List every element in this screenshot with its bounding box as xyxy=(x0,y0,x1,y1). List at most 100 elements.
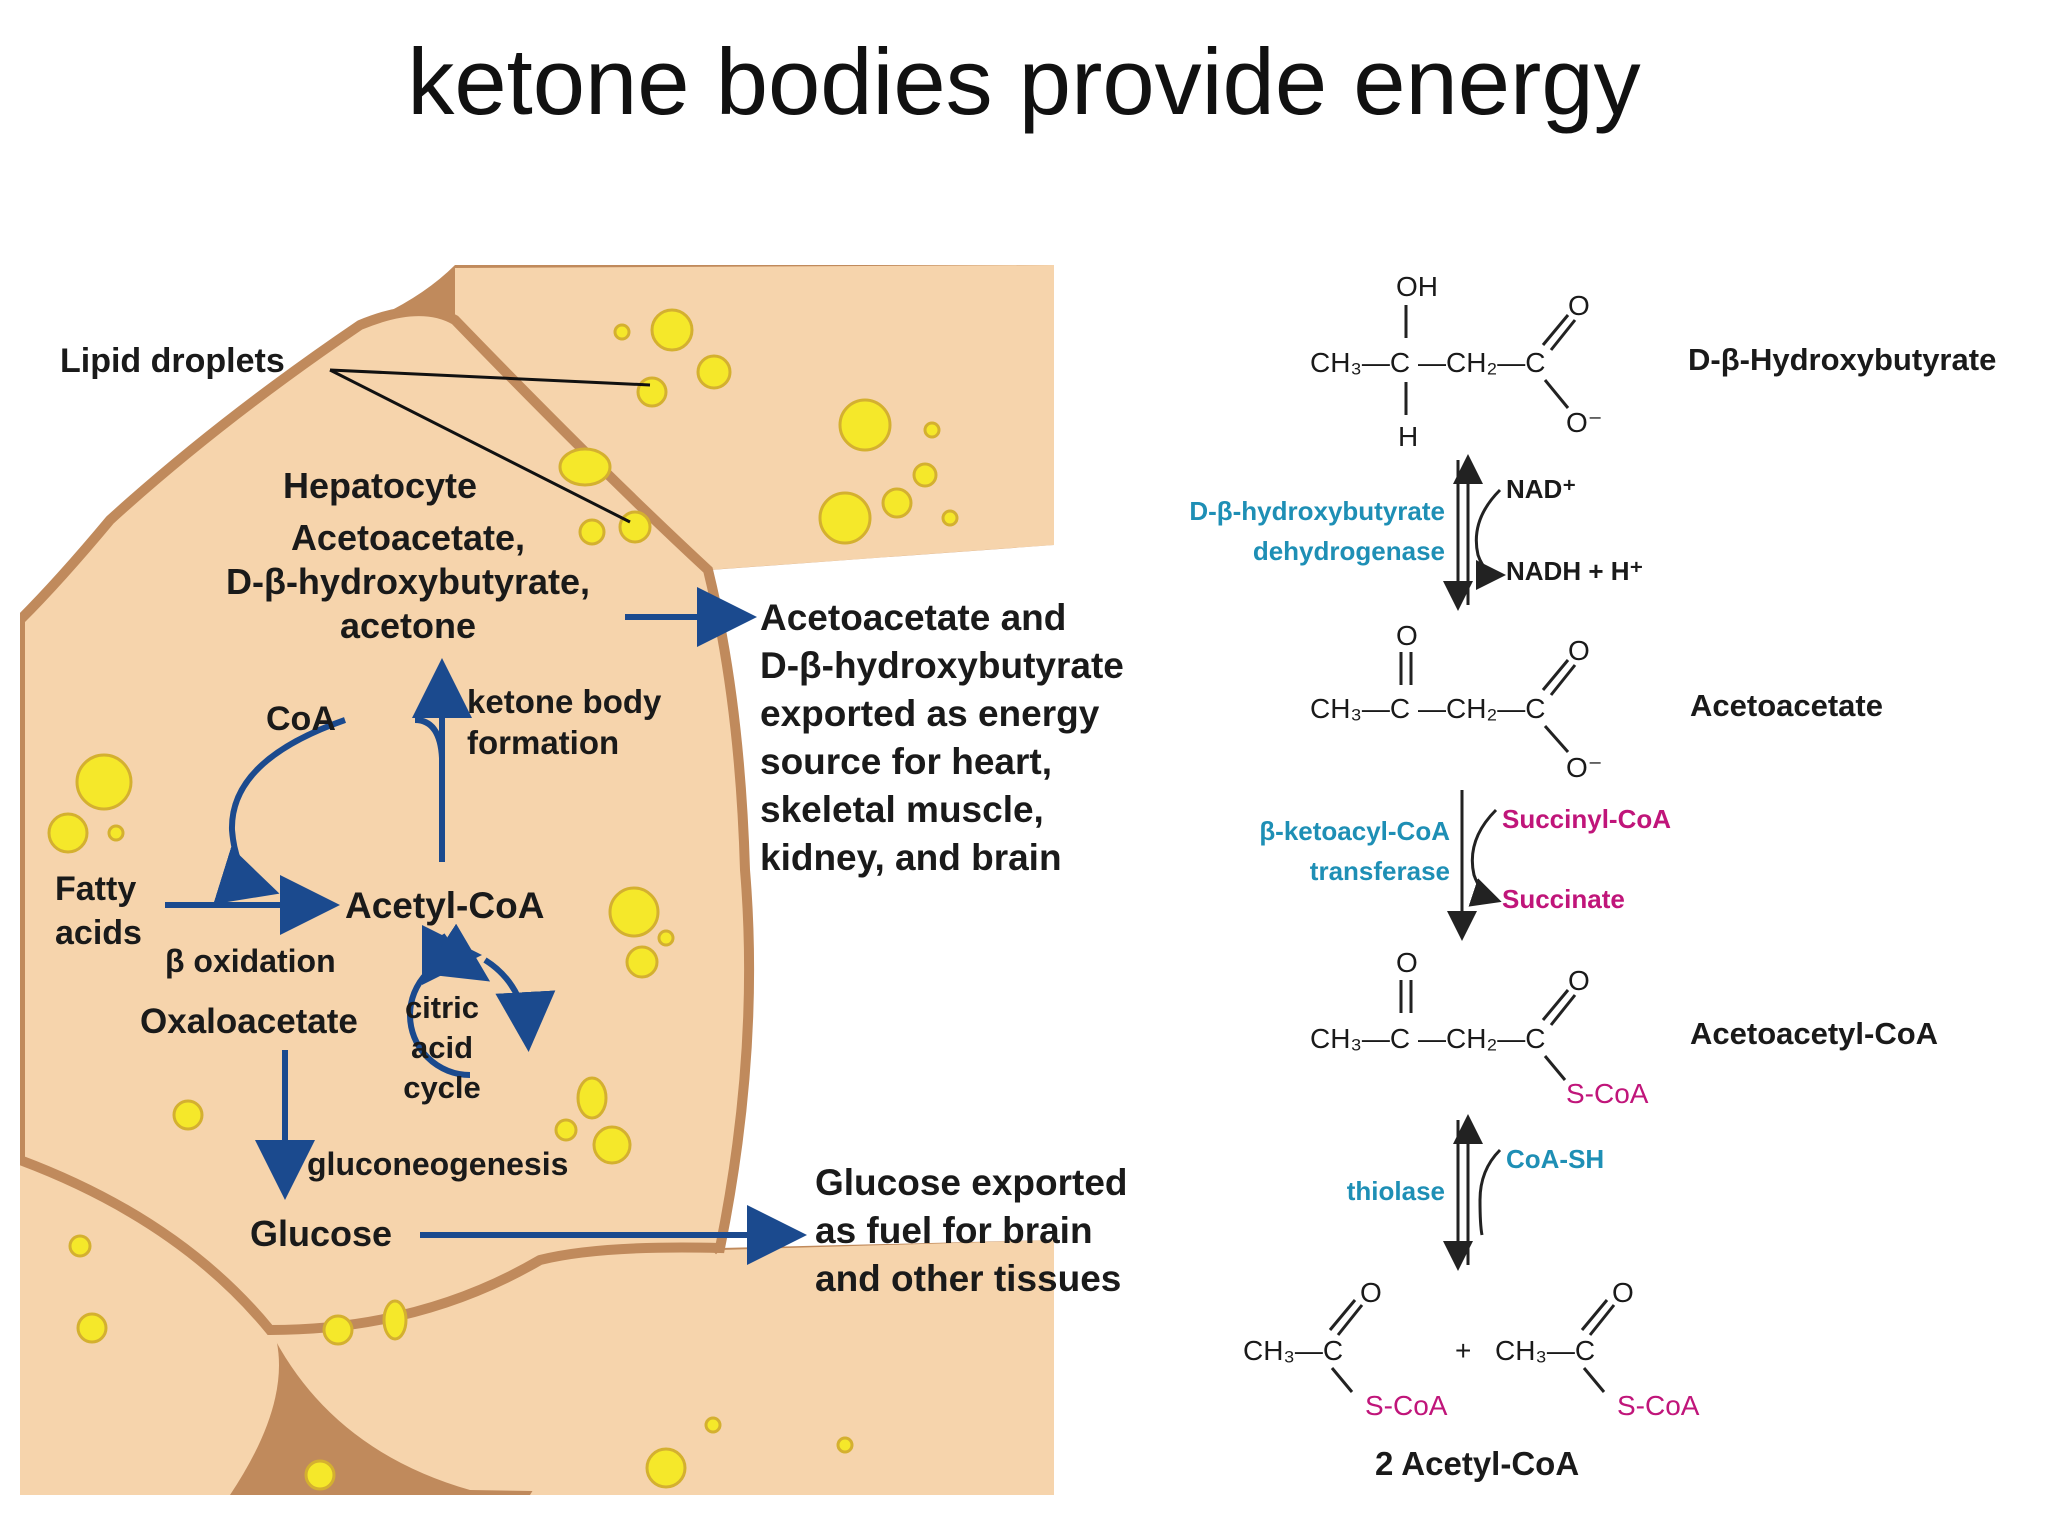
beta-oxidation-label: β oxidation xyxy=(165,943,336,979)
atom-o: O xyxy=(1396,947,1418,978)
hepatocyte-cell xyxy=(15,306,755,1336)
cofactor-succinyl-coa: Succinyl-CoA xyxy=(1502,804,1671,834)
lipid-droplet xyxy=(941,509,959,527)
atom-ch3-c: CH₃—C xyxy=(1310,1023,1410,1054)
lipid-droplet xyxy=(578,518,606,546)
atom-o: O xyxy=(1360,1277,1382,1308)
lipid-droplet xyxy=(613,323,631,341)
lipid-droplet xyxy=(554,1118,578,1142)
cofactor-nadh: NADH + H⁺ xyxy=(1506,556,1643,586)
atom-ch3-c: CH₃—C xyxy=(1243,1335,1343,1366)
atom-s-coa: S-CoA xyxy=(1365,1390,1448,1421)
glucose-export-text: Glucose exported as fuel for brain and o… xyxy=(815,1162,1128,1299)
coa-release-branch xyxy=(414,717,445,759)
cell-bottom-right xyxy=(530,1240,1054,1495)
lipid-droplet xyxy=(322,1314,354,1346)
export-line: skeletal muscle, xyxy=(760,789,1044,830)
lipid-droplet xyxy=(75,753,133,811)
glucose-label: Glucose xyxy=(250,1213,392,1254)
atom-ch3-c: CH₃—C xyxy=(1310,693,1410,724)
gluconeogenesis-label: gluconeogenesis xyxy=(307,1146,568,1182)
compound-acetyl-coa: 2 Acetyl-CoA xyxy=(1375,1445,1579,1482)
lipid-droplet xyxy=(592,1125,632,1165)
lipid-droplet xyxy=(636,376,668,408)
compound-acetoacetate: Acetoacetate xyxy=(1690,688,1883,723)
cofactor-succinate: Succinate xyxy=(1502,884,1625,914)
hepatocyte-label: Hepatocyte xyxy=(283,465,477,506)
lipid-droplet xyxy=(76,1312,108,1344)
coa-label: CoA xyxy=(266,700,336,738)
extracellular-space xyxy=(710,545,1054,1248)
lipid-droplet xyxy=(696,354,732,390)
lipid-droplet xyxy=(172,1099,204,1131)
lipid-droplet xyxy=(923,421,941,439)
lipid-droplet xyxy=(558,447,612,487)
lipid-droplet xyxy=(47,812,89,854)
enzyme-thiolase: thiolase xyxy=(1347,1176,1445,1206)
structure-acetoacetyl-coa: O CH₃—C —CH₂—C O S-CoA Acetoacetyl-CoA xyxy=(1310,947,1938,1109)
lipid-droplet xyxy=(618,510,652,544)
export-line: D-β-hydroxybutyrate xyxy=(760,645,1124,686)
pathway-arrows xyxy=(165,587,807,1265)
enzyme-dehydrogenase: D-β-hydroxybutyrate xyxy=(1189,496,1445,526)
ketone-products-line: D-β-hydroxybutyrate, xyxy=(226,561,590,602)
ketone-products-line: Acetoacetate, xyxy=(291,517,525,558)
lipid-droplet xyxy=(836,1436,854,1454)
lipid-droplet xyxy=(650,308,694,352)
export-line: source for heart, xyxy=(760,741,1052,782)
reaction-thiolase: thiolase CoA-SH xyxy=(1347,1114,1604,1271)
lipid-droplet xyxy=(838,398,892,452)
atom-ch2-c: —CH₂—C xyxy=(1418,1023,1546,1054)
lipid-droplet xyxy=(912,462,938,488)
liver-panel: Lipid droplets Hepatocyte Acetoacetate, … xyxy=(0,265,1100,1536)
structure-acetyl-coa: CH₃—C O S-CoA + CH₃—C O S-CoA 2 Acetyl-C… xyxy=(1243,1277,1700,1482)
cell-corner xyxy=(20,1330,150,1495)
ketone-products-line: acetone xyxy=(340,605,476,646)
citric-acid-cycle-label: acid xyxy=(411,1030,473,1065)
lipid-droplet xyxy=(107,824,125,842)
acetyl-coa-label: Acetyl-CoA xyxy=(345,885,544,926)
lipid-droplet xyxy=(304,1459,336,1491)
atom-s-coa: S-CoA xyxy=(1617,1390,1700,1421)
lipid-droplet xyxy=(625,945,659,979)
lipid-droplet xyxy=(576,1076,608,1120)
atom-plus: + xyxy=(1455,1335,1471,1366)
pathway-panel: OH CH₃—C —CH₂—C H O O⁻ D-β-Hydroxybutyra… xyxy=(1189,271,1996,1482)
citric-acid-cycle-label: cycle xyxy=(403,1070,481,1105)
lipid-droplet xyxy=(704,1416,722,1434)
lipid-droplet xyxy=(68,1234,92,1258)
atom-ch3-c: CH₃—C xyxy=(1495,1335,1595,1366)
lipid-pointer-line xyxy=(329,368,631,524)
acetyl-coa-entry-arrow xyxy=(423,923,491,982)
atom-ch3-c: CH₃—C xyxy=(1310,347,1410,378)
export-line: Acetoacetate and xyxy=(760,597,1066,638)
lipid-droplet xyxy=(657,929,675,947)
export-line: and other tissues xyxy=(815,1258,1121,1299)
compound-acetoacetyl-coa: Acetoacetyl-CoA xyxy=(1690,1016,1938,1051)
lipid-droplet xyxy=(382,1299,408,1341)
atom-oh: OH xyxy=(1396,271,1438,302)
atom-o: O xyxy=(1396,620,1418,651)
atom-ch2-c: —CH₂—C xyxy=(1418,693,1546,724)
enzyme-transferase: β-ketoacyl-CoA xyxy=(1259,816,1450,846)
lipid-droplet xyxy=(608,886,660,938)
fatty-acids-label: acids xyxy=(55,914,142,952)
lipid-droplet xyxy=(818,491,872,545)
extracellular-top-left xyxy=(20,265,455,620)
export-line: exported as energy xyxy=(760,693,1100,734)
atom-o-minus: O⁻ xyxy=(1566,752,1603,783)
lipid-droplet xyxy=(645,1447,687,1489)
structure-hydroxybutyrate: OH CH₃—C —CH₂—C H O O⁻ D-β-Hydroxybutyra… xyxy=(1310,271,1996,452)
enzyme-dehydrogenase: dehydrogenase xyxy=(1253,536,1445,566)
atom-o: O xyxy=(1568,635,1590,666)
export-line: kidney, and brain xyxy=(760,837,1062,878)
slide-title: ketone bodies provide energy xyxy=(407,29,1641,134)
fatty-acids-label: Fatty xyxy=(55,870,136,908)
export-line: as fuel for brain xyxy=(815,1210,1093,1251)
citric-acid-cycle-arrow xyxy=(483,957,556,1052)
atom-o: O xyxy=(1568,290,1590,321)
cofactor-coa-sh: CoA-SH xyxy=(1506,1144,1604,1174)
atom-ch2-c: —CH₂—C xyxy=(1418,347,1546,378)
lipid-pointer-line xyxy=(329,368,651,387)
atom-o: O xyxy=(1568,965,1590,996)
